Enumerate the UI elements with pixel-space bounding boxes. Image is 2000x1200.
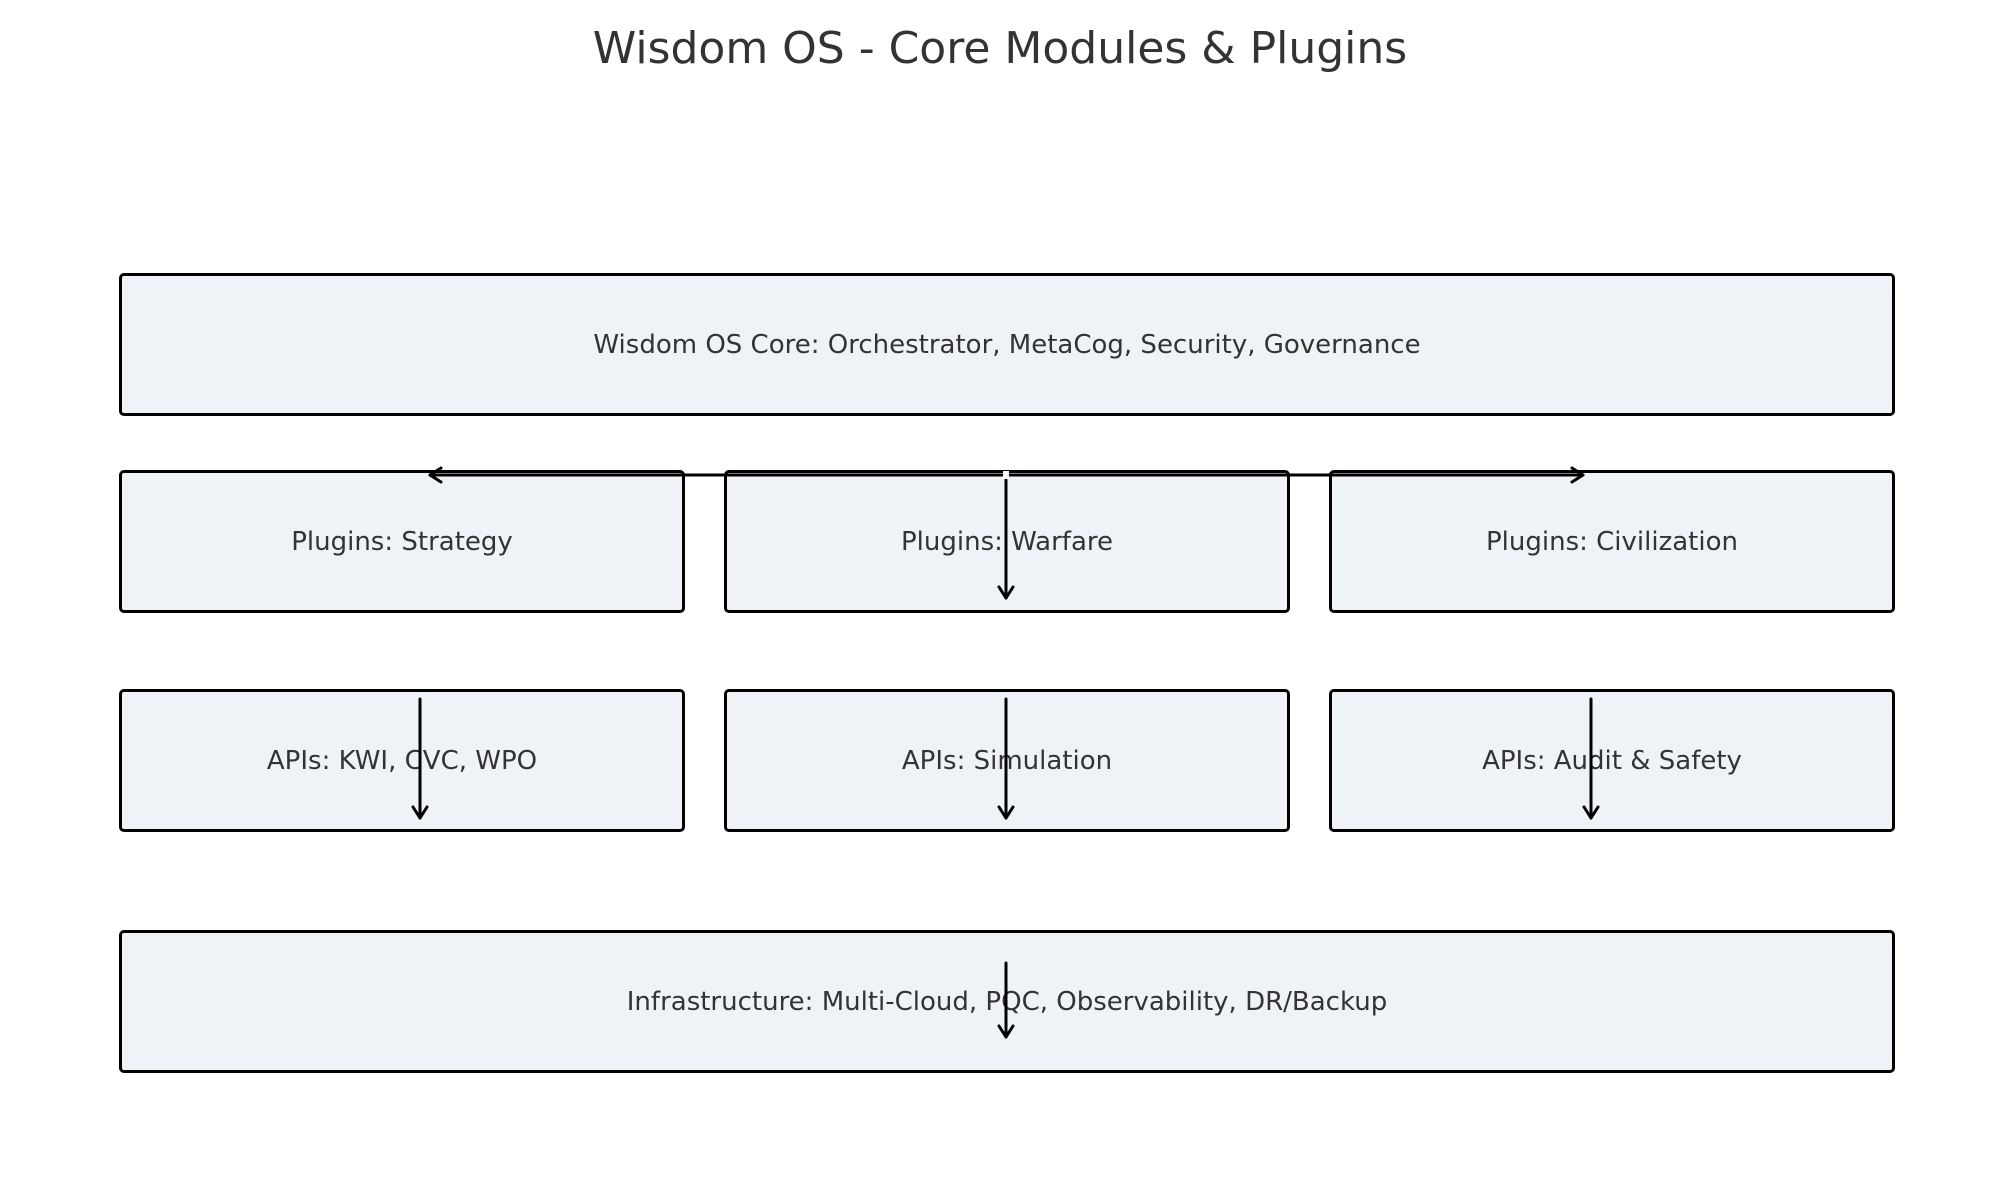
- infrastructure-box: Infrastructure: Multi-Cloud, PQC, Observ…: [119, 930, 1895, 1073]
- api-box-simulation: APIs: Simulation: [724, 689, 1290, 832]
- api-box-kwi-cvc-wpo: APIs: KWI, CVC, WPO: [119, 689, 685, 832]
- api-box-audit-safety: APIs: Audit & Safety: [1329, 689, 1895, 832]
- plugin-box-civilization: Plugins: Civilization: [1329, 470, 1895, 613]
- plugin-box-warfare: Plugins: Warfare: [724, 470, 1290, 613]
- diagram-title: Wisdom OS - Core Modules & Plugins: [592, 23, 1408, 74]
- core-box: Wisdom OS Core: Orchestrator, MetaCog, S…: [119, 273, 1895, 416]
- plugin-box-strategy: Plugins: Strategy: [119, 470, 685, 613]
